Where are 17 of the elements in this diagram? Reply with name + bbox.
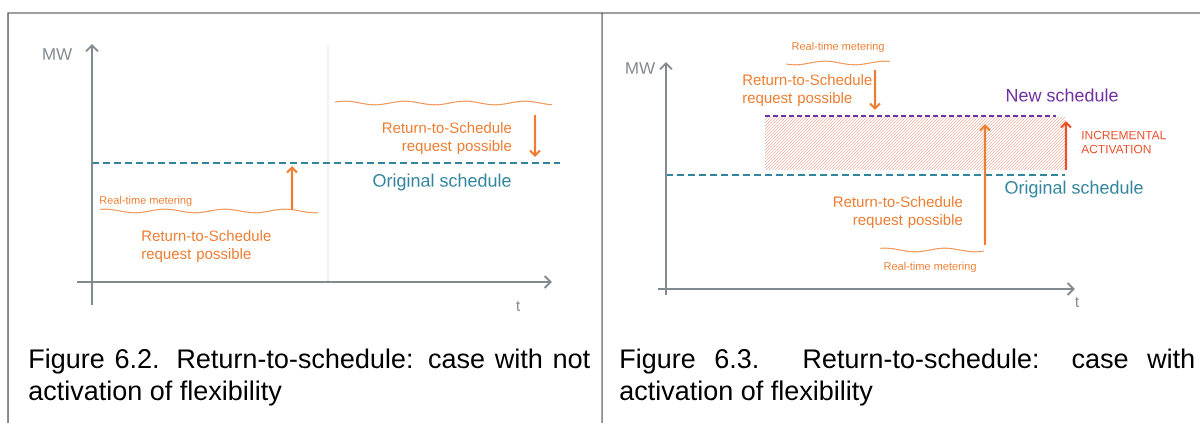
caption-text: Figure 6.3. Return-to-schedule: case with activation of flexibility: [620, 348, 1194, 406]
series-label: New schedule: [1006, 88, 1118, 102]
axis-label: t: [1075, 297, 1079, 307]
series-label: Original schedule: [373, 173, 511, 191]
annotation-text: Real-time metering: [100, 195, 192, 207]
annotation-text: Return-to-Schedule request possible: [382, 122, 512, 154]
annotation-text: INCREMENTAL ACTIVATION: [1081, 130, 1166, 154]
annotation-text: Return-to-Schedule request possible: [743, 74, 872, 106]
annotation-text: Return-to-Schedule request possible: [833, 196, 963, 228]
axis-label: MW: [626, 62, 656, 74]
annotation-text: Real-time metering: [792, 41, 884, 53]
series-label: Original schedule: [1005, 180, 1143, 198]
caption-text: Figure 6.2. Return-to-schedule: case with not activation of flexibility: [29, 348, 590, 406]
axis-label: t: [516, 301, 520, 311]
annotation-text: Return-to-Schedule request possible: [142, 230, 271, 262]
axis-label: MW: [43, 48, 73, 60]
annotation-text: Real-time metering: [884, 261, 976, 273]
